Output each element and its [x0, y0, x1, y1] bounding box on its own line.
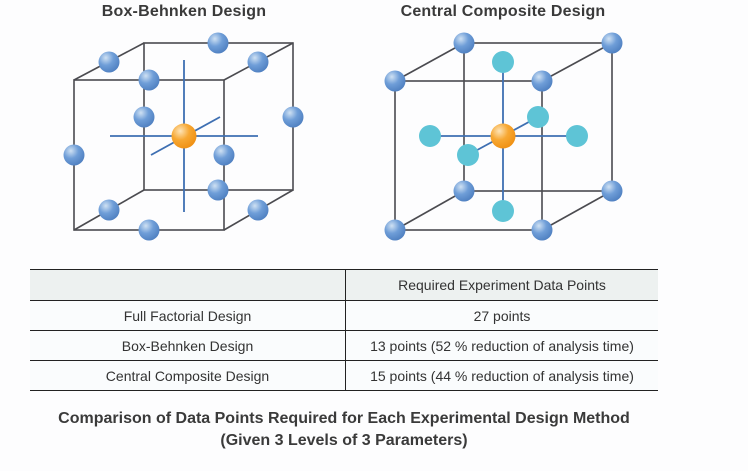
- cube-front-face: [394, 80, 543, 231]
- design-point-sphere: [133, 106, 155, 128]
- center-point-sphere: [171, 123, 197, 149]
- design-point-sphere: [213, 144, 235, 166]
- design-point-sphere: [453, 180, 475, 202]
- cube-back-face: [463, 42, 613, 192]
- design-point-sphere: [453, 32, 475, 54]
- cube-connector-edge: [394, 190, 465, 231]
- comparison-table: Required Experiment Data Points Full Fac…: [30, 269, 658, 391]
- figure-caption: Comparison of Data Points Required for E…: [30, 408, 658, 452]
- value-cell: 15 points (44 % reduction of analysis ti…: [345, 360, 658, 391]
- design-point-sphere: [384, 70, 406, 92]
- cube-back-face: [143, 42, 294, 191]
- axial-point: [492, 200, 514, 222]
- column-header-required-points: Required Experiment Data Points: [345, 269, 658, 301]
- design-point-sphere: [601, 180, 623, 202]
- cube-front-face: [73, 79, 225, 231]
- design-point-sphere: [531, 219, 553, 241]
- design-point-sphere: [247, 51, 269, 73]
- design-point-sphere: [98, 51, 120, 73]
- method-cell: Full Factorial Design: [30, 300, 346, 331]
- method-cell: Box-Behnken Design: [30, 330, 346, 361]
- cube-connector-edge: [541, 42, 613, 82]
- design-point-sphere: [138, 69, 160, 91]
- table-corner-cell: [30, 269, 346, 301]
- design-point-sphere: [63, 144, 85, 166]
- caption-line-2: (Given 3 Levels of 3 Parameters): [220, 432, 468, 449]
- design-point-sphere: [98, 199, 120, 221]
- design-point-sphere: [601, 32, 623, 54]
- axial-point: [492, 51, 514, 73]
- design-point-sphere: [207, 179, 229, 201]
- design-point-sphere: [247, 199, 269, 221]
- cube-connector-edge: [394, 42, 465, 82]
- design-point-sphere: [207, 32, 229, 54]
- value-cell: 27 points: [345, 300, 658, 331]
- cube-connector-edge: [541, 190, 613, 231]
- axial-point: [566, 125, 588, 147]
- diagram-title-box-behnken: Box-Behnken Design: [101, 3, 267, 20]
- diagram-title-central-composite: Central Composite Design: [400, 3, 606, 20]
- center-point-sphere: [490, 123, 516, 149]
- design-point-sphere: [384, 219, 406, 241]
- design-point-sphere: [138, 219, 160, 241]
- table-header-row: Required Experiment Data Points: [30, 269, 658, 301]
- design-point-sphere: [531, 70, 553, 92]
- design-diagrams-svg: [63, 32, 623, 241]
- method-cell: Central Composite Design: [30, 360, 346, 391]
- axial-point: [527, 106, 549, 128]
- value-cell: 13 points (52 % reduction of analysis ti…: [345, 330, 658, 361]
- design-point-sphere: [282, 106, 304, 128]
- caption-line-1: Comparison of Data Points Required for E…: [58, 410, 630, 427]
- table-header: Required Experiment Data Points: [30, 269, 658, 301]
- axial-point: [457, 144, 479, 166]
- axial-point: [419, 125, 441, 147]
